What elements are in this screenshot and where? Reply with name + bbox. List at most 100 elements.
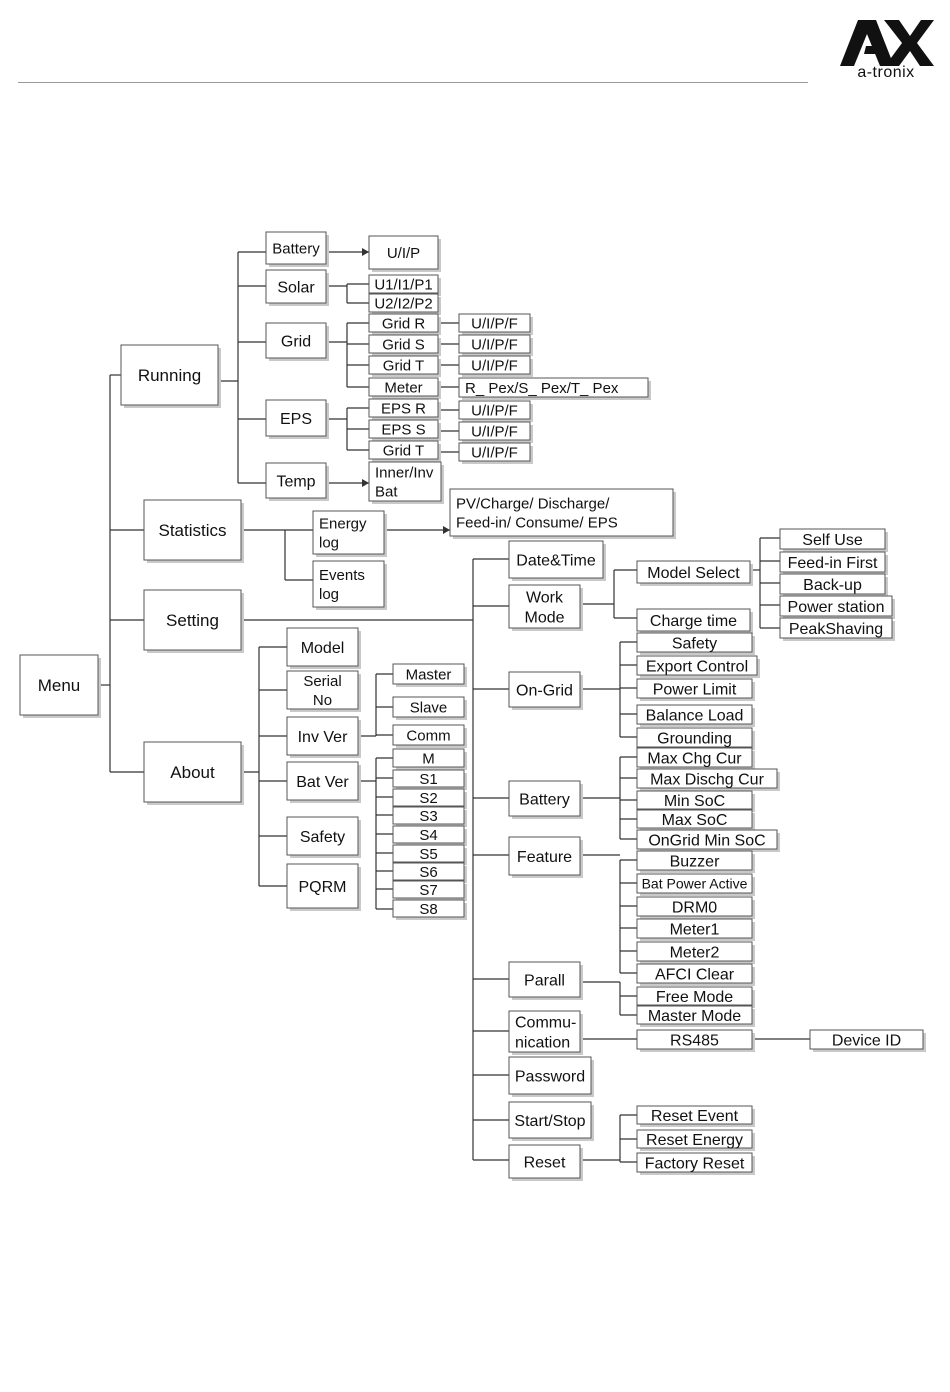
node-label: Power Limit <box>653 681 737 698</box>
node-box <box>636 1029 753 1050</box>
node-label: Grounding <box>657 730 732 747</box>
node-label: S2 <box>419 790 437 807</box>
node-freemode: Free Mode <box>636 986 755 1008</box>
node-box <box>779 573 886 595</box>
node-label: Master Mode <box>648 1008 741 1025</box>
node-label: EPS S <box>381 421 425 438</box>
node-label: S3 <box>419 808 437 825</box>
node-label: About <box>170 763 215 782</box>
node-box <box>458 400 531 420</box>
node-box <box>508 584 581 629</box>
node-feedinfirst: Feed-in First <box>779 551 888 575</box>
node-label: Events <box>319 567 365 584</box>
node-label: DRM0 <box>672 899 717 916</box>
node-box <box>636 727 753 748</box>
node-uipf_t: U/I/P/F <box>458 355 533 377</box>
node-deviceid: Device ID <box>809 1029 926 1052</box>
node-box <box>636 678 753 699</box>
node-box <box>143 741 242 803</box>
brand-logo-icon <box>840 20 934 66</box>
node-label: Battery <box>519 791 570 808</box>
node-label: Reset <box>524 1154 566 1171</box>
node-box <box>286 670 359 710</box>
node-label: Mode <box>524 609 564 626</box>
node-box <box>312 510 385 555</box>
node-label: Feature <box>517 849 572 866</box>
node-label: U/I/P/F <box>471 402 518 419</box>
node-box <box>636 986 753 1006</box>
node-grids: Grid S <box>368 334 441 356</box>
node-box <box>392 748 465 768</box>
node-box <box>368 293 439 313</box>
node-label: Safety <box>300 829 345 846</box>
node-minsoc: Min SoC <box>636 790 755 812</box>
node-label: Solar <box>277 279 315 296</box>
node-label: Safety <box>672 635 717 652</box>
node-label: Inv Ver <box>298 729 348 746</box>
node-box <box>458 313 531 333</box>
menu-nodes: MenuRunningStatisticsSettingAboutBattery… <box>19 231 926 1181</box>
node-box <box>636 1005 753 1025</box>
node-label: S6 <box>419 864 437 881</box>
node-s3: S3 <box>392 806 467 827</box>
node-box <box>120 344 219 406</box>
node-box <box>392 663 465 685</box>
node-feature: Feature <box>508 836 583 878</box>
node-label: Parall <box>524 972 565 989</box>
node-box <box>392 696 465 718</box>
node-batpoweractive: Bat Power Active <box>636 873 755 896</box>
node-box <box>779 528 886 550</box>
node-u1i1p1: U1/I1/P1 <box>368 274 441 296</box>
node-box <box>636 608 751 632</box>
node-box <box>636 941 753 962</box>
node-label: Grid T <box>383 442 424 459</box>
node-label: EPS R <box>381 400 426 417</box>
node-modelselect: Model Select <box>636 560 753 586</box>
node-box <box>636 850 753 871</box>
node-box <box>508 1144 581 1179</box>
node-label: Max Dischg Cur <box>650 771 764 788</box>
node-balanceload: Balance Load <box>636 704 755 727</box>
node-afci: AFCI Clear <box>636 963 755 986</box>
node-box <box>368 377 439 397</box>
node-grounding: Grounding <box>636 727 755 750</box>
node-running: Running <box>120 344 221 408</box>
node-label: Grid R <box>382 315 426 332</box>
node-label: EPS <box>280 411 312 428</box>
node-eps: EPS <box>265 399 329 439</box>
node-uipf_es: U/I/P/F <box>458 421 533 443</box>
node-box <box>143 589 242 651</box>
node-box <box>286 816 359 856</box>
node-label: Comm <box>406 727 450 744</box>
node-s4: S4 <box>392 825 467 846</box>
node-label: PV/Charge/ Discharge/ <box>456 495 610 512</box>
node-label: log <box>319 534 339 551</box>
node-meter1: Meter1 <box>636 918 755 941</box>
node-rs485: RS485 <box>636 1029 755 1052</box>
node-box <box>458 442 531 462</box>
node-label: Date&Time <box>516 552 596 569</box>
node-box <box>449 488 674 537</box>
node-label: Model <box>301 640 345 657</box>
node-label: U/I/P/F <box>471 444 518 461</box>
node-safety_about: Safety <box>286 816 361 858</box>
node-label: Meter2 <box>670 944 720 961</box>
node-m: M <box>392 748 467 770</box>
node-label: Device ID <box>832 1032 901 1049</box>
node-uipf_er: U/I/P/F <box>458 400 533 422</box>
node-label: Grid <box>281 333 311 350</box>
node-label: U/I/P/F <box>471 336 518 353</box>
node-label: Energy <box>319 515 367 532</box>
node-comm: Comm <box>392 724 467 748</box>
node-label: log <box>319 586 339 603</box>
node-box <box>809 1029 924 1050</box>
node-label: Bat Power Active <box>642 876 748 892</box>
node-label: Buzzer <box>670 853 720 870</box>
node-setting: Setting <box>143 589 244 653</box>
node-box <box>636 1152 753 1173</box>
node-box <box>458 355 531 375</box>
node-mastermode: Master Mode <box>636 1005 755 1027</box>
node-about: About <box>143 741 244 805</box>
node-box <box>636 704 753 725</box>
